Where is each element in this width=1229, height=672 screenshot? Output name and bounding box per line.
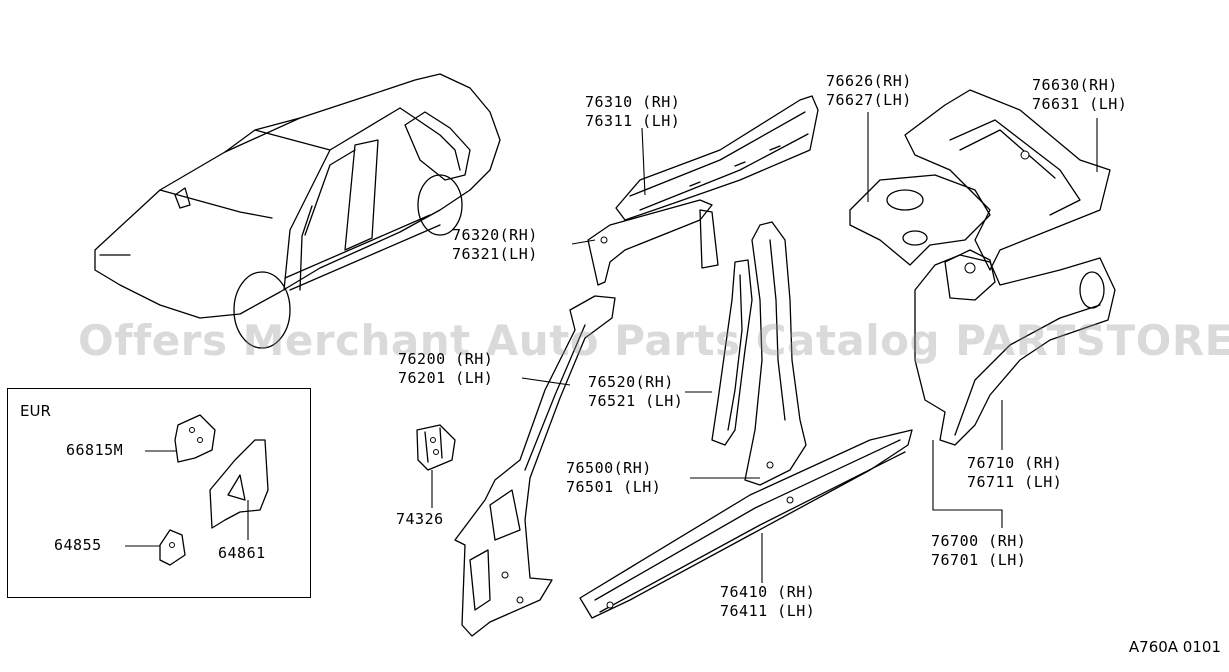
part-label-76411-lh[interactable]: 76411 (LH)	[720, 602, 816, 620]
part-label-76711-lh[interactable]: 76711 (LH)	[967, 473, 1063, 491]
part-label-76521-lh[interactable]: 76521 (LH)	[588, 392, 684, 410]
part-label-76501-lh[interactable]: 76501 (LH)	[566, 478, 662, 496]
rear-upper-panel-part	[904, 89, 1111, 271]
part-label-66815m[interactable]: 66815M	[66, 441, 124, 459]
diagram-code: A760A 0101	[1128, 638, 1221, 656]
center-pillar-part	[744, 221, 807, 486]
part-label-74326[interactable]: 74326	[396, 510, 444, 528]
part-label-64855[interactable]: 64855	[54, 536, 102, 554]
part-label-76321-lh[interactable]: 76321(LH)	[452, 245, 538, 263]
center-pillar-inner-part	[711, 259, 753, 446]
leader-lines	[125, 112, 1098, 583]
part-label-76310-rh[interactable]: 76310 (RH)	[585, 93, 681, 111]
front-pillar-part	[454, 295, 616, 637]
part-label-76311-lh[interactable]: 76311 (LH)	[585, 112, 681, 130]
part-label-76710-rh[interactable]: 76710 (RH)	[967, 454, 1063, 472]
eur-box-title: EUR	[20, 402, 51, 420]
front-pillar-upper-part	[587, 199, 719, 286]
roof-rail-part	[615, 95, 819, 221]
rear-wheelhouse-part	[914, 249, 1116, 446]
bracket-74326-part	[416, 424, 456, 471]
part-label-76520-rh[interactable]: 76520(RH)	[588, 373, 674, 391]
part-label-76410-rh[interactable]: 76410 (RH)	[720, 583, 816, 601]
car-body-overview	[94, 73, 501, 349]
part-label-76500-rh[interactable]: 76500(RH)	[566, 459, 652, 477]
part-label-76626-rh[interactable]: 76626(RH)	[826, 72, 912, 90]
eur-clip-64855	[159, 529, 186, 566]
part-label-76631-lh[interactable]: 76631 (LH)	[1032, 95, 1128, 113]
part-label-64861[interactable]: 64861	[218, 544, 266, 562]
eur-variant-box	[7, 388, 311, 598]
watermark: Offers Merchant Auto Parts Catalog PARTS…	[78, 316, 1229, 365]
part-label-76201-lh[interactable]: 76201 (LH)	[398, 369, 494, 387]
eur-panel-64861	[209, 439, 269, 529]
rear-inner-panel-part	[849, 174, 991, 266]
part-label-76200-rh[interactable]: 76200 (RH)	[398, 350, 494, 368]
part-label-76320-rh[interactable]: 76320(RH)	[452, 226, 538, 244]
sill-part	[579, 429, 913, 619]
part-label-76630-rh[interactable]: 76630(RH)	[1032, 76, 1118, 94]
eur-bracket-66815m	[174, 414, 216, 463]
part-label-76627-lh[interactable]: 76627(LH)	[826, 91, 912, 109]
part-label-76701-lh[interactable]: 76701 (LH)	[931, 551, 1027, 569]
part-label-76700-rh[interactable]: 76700 (RH)	[931, 532, 1027, 550]
